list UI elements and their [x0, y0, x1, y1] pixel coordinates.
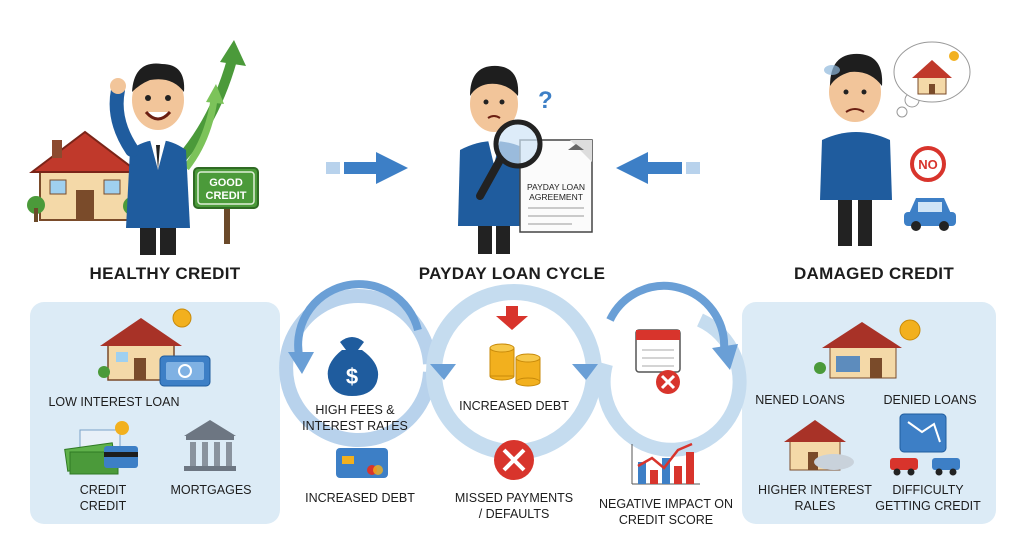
label-increased-debt-left: INCREASED DEBT — [305, 491, 415, 505]
label-missed-payments-line1: MISSED PAYMENTS — [454, 491, 574, 505]
agreement-title-1: PAYDAY LOAN — [527, 182, 585, 192]
coin-stack-icon — [489, 343, 541, 387]
label-increased-debt-center: INCREASED DEBT — [459, 399, 569, 413]
red-down-arrow-icon — [496, 306, 528, 330]
cycle-arrow-right — [596, 281, 747, 457]
good-credit-sign-text-2: CREDIT — [206, 190, 247, 202]
cash-and-card-icon — [64, 421, 138, 475]
broken-map-icon — [899, 413, 947, 453]
house-with-car-icon — [814, 319, 921, 379]
declining-chart-icon — [631, 442, 700, 485]
car-icon — [904, 198, 956, 231]
question-mark: ? — [538, 87, 553, 114]
happy-man-figure — [109, 63, 190, 255]
magnifier-icon — [476, 119, 543, 200]
right-arrow-icon — [326, 152, 408, 184]
red-x-icon — [494, 440, 534, 480]
label-higher-interest-line1: HIGHER INTEREST — [758, 483, 872, 497]
no-sign-icon — [910, 146, 946, 182]
heading-healthy-credit: HEALTHY CREDIT — [89, 264, 241, 283]
sign-post — [224, 204, 230, 244]
label-negative-impact-line2: CREDIT SCORE — [618, 513, 714, 527]
no-sign-text: NO — [918, 157, 938, 172]
good-credit-sign — [193, 167, 259, 209]
label-nened-loans: NENED LOANS — [755, 393, 845, 407]
label-credit-line1: CREDIT — [79, 483, 127, 497]
credit-card-icon — [336, 448, 388, 478]
label-high-fees-line2: INTEREST RATES — [302, 419, 408, 433]
good-credit-sign-text-1: GOOD — [209, 177, 243, 189]
label-mortgages: MORTGAGES — [170, 483, 252, 497]
label-missed-payments-line2: / DEFAULTS — [478, 507, 550, 521]
coin-icon — [172, 308, 192, 328]
agreement-title-2: AGREEMENT — [529, 192, 583, 202]
money-bag-icon — [327, 337, 379, 396]
damaged-house-icon — [784, 420, 854, 471]
thought-bubble-house-icon — [893, 41, 971, 118]
left-arrow-icon — [616, 152, 700, 184]
cars-icon — [890, 458, 960, 476]
heading-payday-loan-cycle: PAYDAY LOAN CYCLE — [418, 264, 606, 283]
label-difficulty-line1: DIFFICULTY — [892, 483, 964, 497]
heading-damaged-credit: DAMAGED CREDIT — [793, 264, 955, 283]
money-bag-dollar: $ — [346, 364, 358, 389]
cycle-arrow-left — [279, 280, 437, 447]
label-high-fees-line1: HIGH FEES & — [315, 403, 395, 417]
label-higher-interest-line2: RALES — [794, 499, 836, 513]
calendar-icon — [635, 329, 681, 394]
label-difficulty-line2: GETTING CREDIT — [875, 499, 981, 513]
growth-arrow-icon — [176, 40, 246, 171]
label-low-interest-loan: LOW INTEREST LOAN — [48, 395, 180, 409]
bank-building-icon — [184, 420, 236, 471]
label-negative-impact-line1: NEGATIVE IMPACT ON — [598, 497, 734, 511]
label-credit-line2: CREDIT — [79, 499, 127, 513]
worried-man-figure — [820, 53, 892, 246]
label-denied-loans: DENIED LOANS — [883, 393, 977, 407]
credit-card-icon — [159, 355, 211, 387]
